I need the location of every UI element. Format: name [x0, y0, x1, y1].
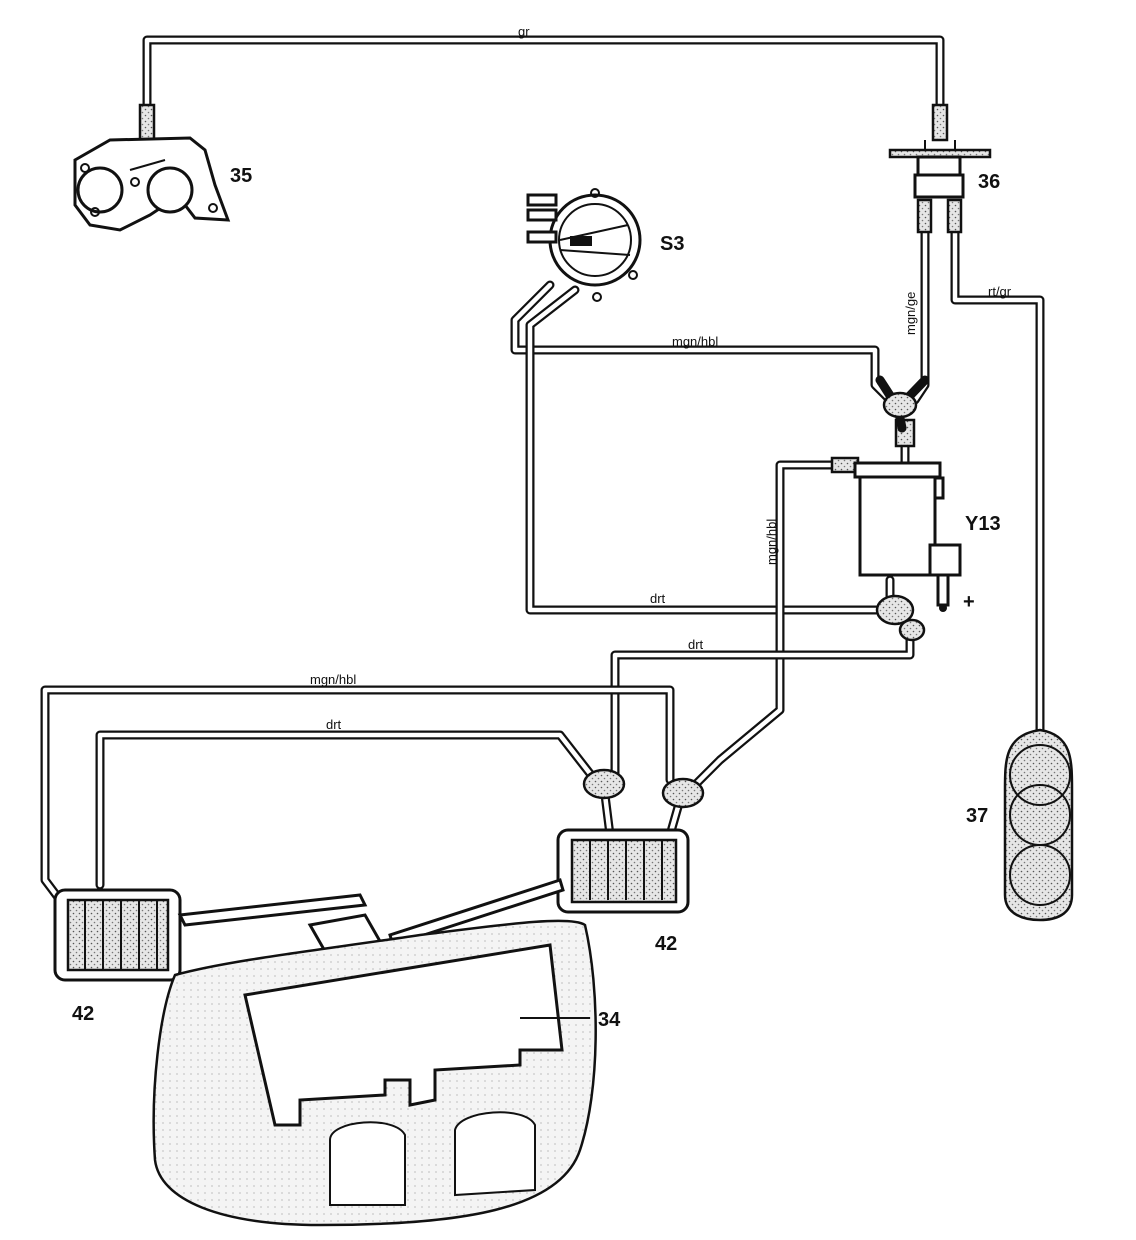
seat-pan-34	[152, 919, 597, 1227]
tee-fitting-upper	[875, 375, 930, 433]
vacuum-reservoir-37	[1003, 728, 1074, 922]
vacuum-valve-36	[888, 140, 992, 199]
callout-plus: +	[963, 591, 975, 613]
hose-gr	[142, 35, 945, 117]
callout-y13: Y13	[965, 513, 1001, 535]
vacuum-element-42-left	[53, 888, 182, 982]
hose-drt-left	[95, 730, 600, 890]
intake-manifold-flange-35	[73, 136, 231, 232]
tee-fitting-right	[661, 777, 705, 809]
hose-connector-sleeves	[138, 103, 963, 474]
callout-s3: S3	[660, 233, 684, 255]
hose-label-drt-left: drt	[326, 717, 342, 732]
callout-37: 37	[966, 805, 988, 827]
hose-label-mgn-hbl-left: mgn/hbl	[310, 672, 356, 687]
callout-42-left: 42	[72, 1003, 94, 1025]
hose-mgn-hbl-top	[510, 280, 900, 410]
hose-drt-upper	[525, 285, 885, 615]
switch-s3	[526, 188, 642, 302]
hose-label-mgn-hbl-top: mgn/hbl	[672, 334, 718, 349]
callout-35: 35	[230, 165, 252, 187]
callout-42-right: 42	[655, 933, 677, 955]
hose-label-mgn-ge: mgn/ge	[903, 292, 918, 335]
tee-fitting-middle	[875, 594, 926, 642]
hose-label-gr: gr	[518, 24, 530, 39]
vacuum-element-42-right	[556, 828, 690, 914]
hose-mgn-hbl-left	[40, 685, 675, 905]
hose-mgn-hbl-vertical	[685, 460, 850, 795]
tee-fitting-left	[582, 768, 626, 800]
callout-36: 36	[978, 171, 1000, 193]
solenoid-valve-y13	[853, 461, 962, 612]
callout-34: 34	[598, 1009, 621, 1031]
hose-label-rt-gr: rt/gr	[988, 284, 1012, 299]
hose-label-drt-middle: drt	[688, 637, 704, 652]
hose-label-drt-upper: drt	[650, 591, 666, 606]
hose-drt-middle	[610, 625, 915, 785]
hose-label-mgn-hbl-vertical: mgn/hbl	[764, 519, 779, 565]
hose-rt-gr	[950, 225, 1045, 740]
